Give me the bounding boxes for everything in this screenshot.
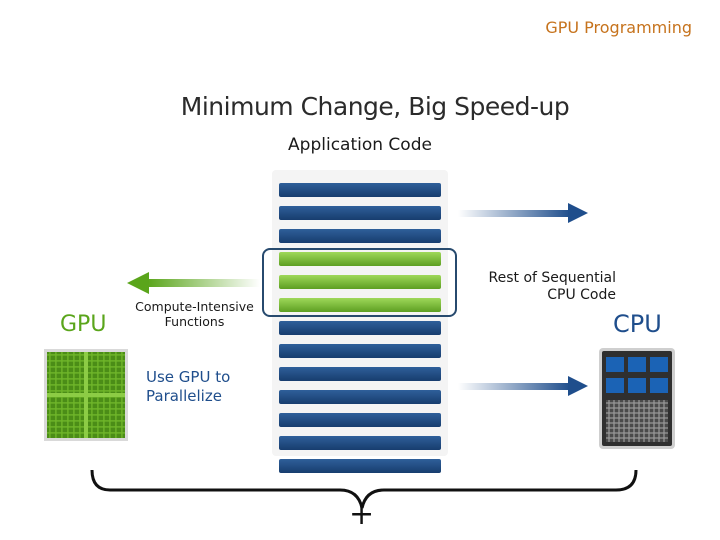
gpu-label: GPU xyxy=(60,312,107,337)
rest-sequential-label: Rest of Sequential CPU Code xyxy=(470,270,616,304)
plus-sign: + xyxy=(349,497,375,532)
cpu-chip-icon xyxy=(599,348,675,449)
code-bar-cpu xyxy=(279,367,441,381)
use-gpu-line2: Parallelize xyxy=(146,387,222,405)
slide-title: Minimum Change, Big Speed-up xyxy=(180,92,570,121)
arrow-right-blue-icon xyxy=(458,376,588,396)
header-tag: GPU Programming xyxy=(545,18,692,37)
curly-brace-icon xyxy=(90,469,638,509)
rest-sequential-line2: CPU Code xyxy=(547,287,616,303)
cpu-label: CPU xyxy=(613,310,662,338)
code-bar-cpu xyxy=(279,459,441,473)
code-bar-cpu xyxy=(279,229,441,243)
arrow-right-blue-icon xyxy=(458,203,588,223)
rest-sequential-line1: Rest of Sequential xyxy=(488,270,616,286)
gpu-chip-icon xyxy=(44,349,128,441)
code-bar-cpu xyxy=(279,344,441,358)
compute-highlight-box xyxy=(262,248,457,317)
application-code-label: Application Code xyxy=(288,135,432,155)
arrow-left-green-icon xyxy=(127,272,260,294)
code-bar-cpu xyxy=(279,321,441,335)
code-bar-gpu xyxy=(279,275,441,289)
use-gpu-label: Use GPU to Parallelize xyxy=(146,368,230,406)
code-bar-cpu xyxy=(279,206,441,220)
compute-intensive-line1: Compute-Intensive xyxy=(135,299,254,314)
code-bar-gpu xyxy=(279,298,441,312)
use-gpu-line1: Use GPU to xyxy=(146,368,231,386)
code-bar-cpu xyxy=(279,436,441,450)
code-bar-cpu xyxy=(279,390,441,404)
code-bar-gpu xyxy=(279,252,441,266)
code-bar-cpu xyxy=(279,183,441,197)
compute-intensive-line2: Functions xyxy=(164,314,225,329)
code-bar-cpu xyxy=(279,413,441,427)
compute-intensive-label: Compute-Intensive Functions xyxy=(132,299,257,329)
